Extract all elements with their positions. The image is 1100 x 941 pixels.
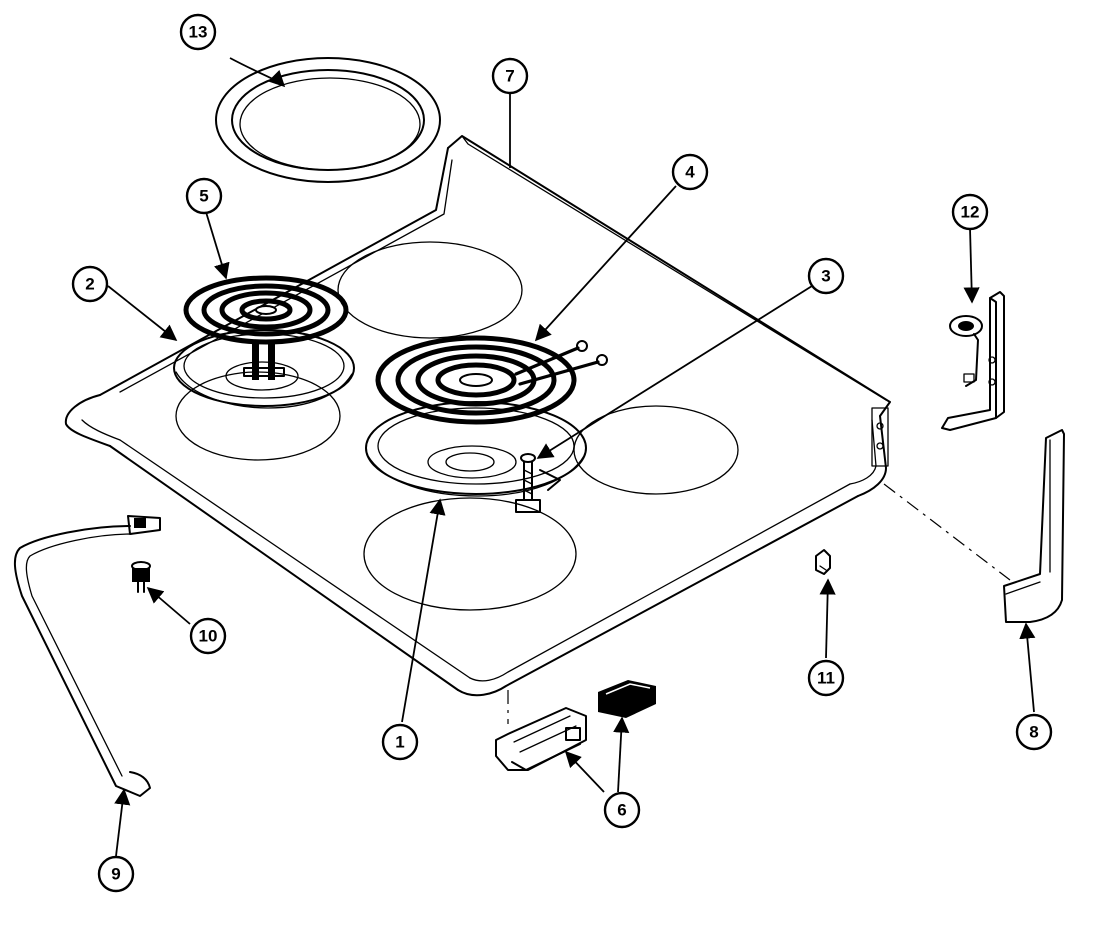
callout-4: 4 [671, 153, 709, 191]
callout-12-label: 12 [961, 203, 980, 222]
large-surface-element [375, 335, 608, 425]
screw [131, 561, 151, 593]
callout-8-label: 8 [1029, 723, 1038, 742]
callout-7: 7 [491, 57, 529, 95]
callout-11-label: 11 [817, 669, 835, 688]
side-trim [1003, 429, 1065, 623]
alignment-line [883, 483, 1011, 581]
callout-5-label: 5 [199, 187, 208, 206]
callout-1-label: 1 [395, 733, 404, 752]
callout-5: 5 [185, 177, 223, 215]
callout-10: 10 [189, 617, 227, 655]
cooktop-main-top [64, 135, 891, 697]
callout-10-label: 10 [199, 627, 218, 646]
callout-1: 1 [381, 723, 419, 761]
callout-6-label: 6 [617, 801, 626, 820]
hinge-bracket [941, 291, 1005, 431]
large-drip-bowl [365, 401, 587, 497]
callout-11: 11 [807, 659, 845, 697]
callout-3: 3 [807, 257, 845, 295]
screw-and-bracket [515, 453, 561, 513]
small-surface-element [183, 275, 349, 380]
lift-rod [14, 515, 161, 797]
callout-9: 9 [97, 855, 135, 893]
callout-12: 12 [951, 193, 989, 231]
callout-2-label: 2 [85, 275, 94, 294]
leader-lines [107, 57, 1036, 857]
callout-2: 2 [71, 265, 109, 303]
callout-6: 6 [603, 791, 641, 829]
callout-4-label: 4 [685, 163, 695, 182]
clip [815, 549, 831, 575]
switch-and-knob [495, 680, 656, 771]
trim-ring [215, 57, 441, 183]
callout-3-label: 3 [821, 267, 830, 286]
callout-9-label: 9 [111, 865, 120, 884]
callout-13-label: 13 [189, 23, 208, 42]
callout-8: 8 [1015, 713, 1053, 751]
callout-7-label: 7 [505, 67, 514, 86]
callout-13: 13 [179, 13, 217, 51]
